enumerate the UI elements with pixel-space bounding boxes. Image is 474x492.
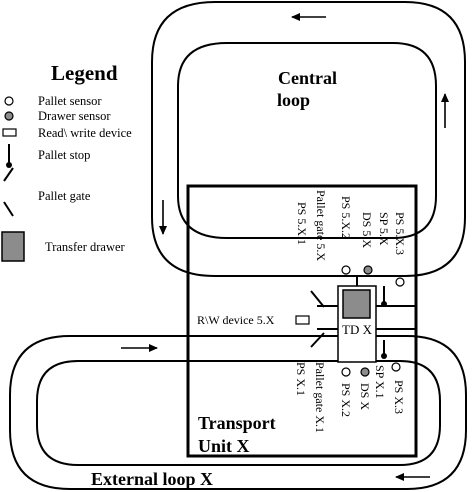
ds-x-label: DS X (358, 383, 372, 410)
pallet-gate-upper-icon (310, 290, 325, 308)
ps-x3-label: PS X.3 (392, 380, 406, 414)
external-loop-label: External loop X (91, 469, 213, 489)
legend-item-label: Transfer drawer (45, 240, 126, 254)
legend-item-label: Pallet gate (38, 189, 91, 203)
transfer-drawer-label: TD X (342, 322, 373, 337)
ps-x1-label: PS X.1 (294, 362, 308, 396)
transfer-drawer-fill (342, 289, 371, 319)
region-labels: Central loop Transport Unit X External l… (91, 68, 337, 489)
legend-item-label: Pallet sensor (38, 94, 102, 108)
pallet-sensor-icon (4, 96, 14, 106)
rw-device-icon (295, 315, 310, 325)
ps-5x1-label: PS 5.X.1 (295, 202, 309, 245)
pallet-gate-lower-label: Pallet gate X.1 (313, 362, 327, 433)
legend-item-label: Read\ write device (38, 126, 132, 140)
transfer-drawer-icon (1, 231, 25, 262)
pallet-sensor-icon (395, 277, 405, 287)
ps-x2-label: PS X.2 (339, 383, 353, 417)
central-loop (151, 1, 466, 277)
ds-5x-label: DS 5.X (360, 212, 374, 248)
ps-5x3-label: PS 5.X.3 (393, 212, 407, 255)
pallet-sensor-icon (341, 265, 351, 275)
central-loop-label-line2: loop (277, 90, 310, 110)
sp-x1-label: SP X.1 (373, 365, 387, 399)
sp-5x-label: SP 5.X (377, 212, 391, 246)
pallet-sensor-icon (341, 367, 351, 377)
transport-unit-label-line2: Unit X (198, 436, 250, 456)
lower-sensors (341, 362, 401, 377)
pallet-gate-upper-label: Pallet gate 5.X (314, 190, 328, 261)
pallet-sensor-icon (391, 362, 401, 372)
pallet-gate-icon (3, 167, 14, 182)
read-write-device-icon (2, 128, 17, 137)
external-loop (9, 335, 467, 490)
rw-device-label: R\W device 5.X (197, 313, 275, 327)
lower-labels: Pallet gate X.1 PS X.1 PS X.2 DS X SP X.… (294, 362, 406, 433)
ps-5x2-label: PS 5.X.2 (339, 196, 353, 239)
drawer-sensor-icon (363, 265, 373, 275)
drawer-sensor-icon (360, 367, 370, 377)
legend-title: Legend (51, 61, 118, 85)
transport-unit-box (186, 184, 418, 458)
legend-item-label: Drawer sensor (38, 109, 111, 123)
upper-labels: Pallet gate 5.X PS 5.X.1 PS 5.X.2 DS 5.X… (295, 190, 407, 261)
drawer-sensor-icon (4, 111, 14, 121)
central-loop-label-line1: Central (278, 68, 337, 88)
transfer-drawer-x: TD X (337, 285, 377, 363)
pallet-gate-lower-icon (310, 332, 325, 348)
transport-unit-label-line1: Transport (198, 413, 276, 433)
pallet-gates (310, 290, 325, 348)
upper-sensors (341, 265, 405, 287)
flow-arrows (121, 13, 449, 481)
legend: Legend Pallet sensor Drawer sensor Read\… (1, 61, 132, 262)
legend-item-label: Pallet stop (38, 148, 90, 162)
pallet-stops (381, 286, 387, 359)
